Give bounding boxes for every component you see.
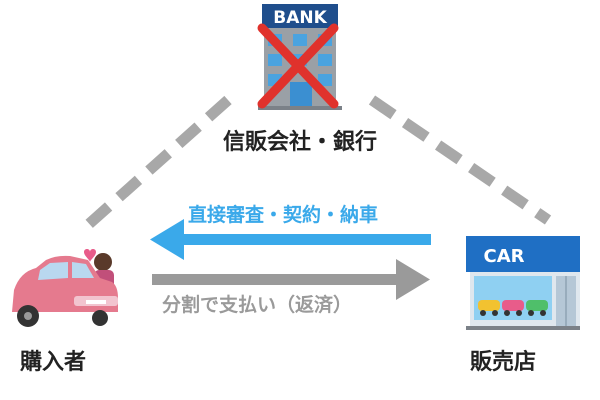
shop-sign: CAR — [483, 246, 524, 267]
dashed-link-left — [76, 95, 232, 237]
arrow-to-buyer — [150, 219, 431, 260]
dashed-link-right — [368, 95, 552, 225]
buyer-car-icon — [12, 249, 118, 327]
arrow-to-shop-label: 分割で支払い（返済） — [162, 294, 353, 316]
arrow-to-shop — [152, 259, 430, 300]
buyer-label: 購入者 — [20, 350, 87, 375]
shop-label: 販売店 — [470, 350, 537, 375]
bank-sign: BANK — [273, 8, 327, 28]
arrow-to-buyer-label: 直接審査・契約・納車 — [188, 204, 379, 226]
car-shop-icon: CAR — [466, 236, 580, 330]
bank-label: 信販会社・銀行 — [222, 130, 377, 155]
cross-mark-icon — [257, 23, 339, 109]
